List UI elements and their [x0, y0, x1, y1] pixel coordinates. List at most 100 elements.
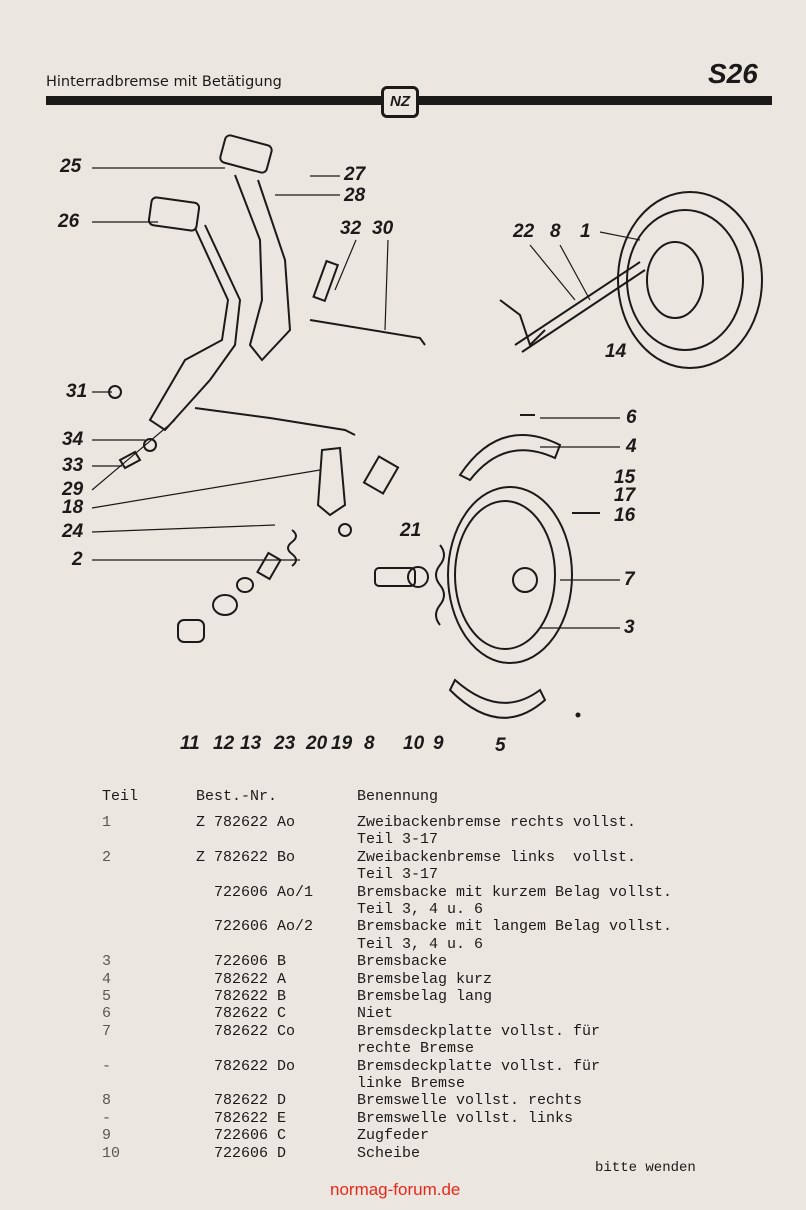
bushing-11 — [177, 619, 205, 643]
table-row: 722606 Ao/1 Bremsbacke mit kurzem Belag v… — [0, 884, 806, 919]
brake-pedal-25 — [219, 134, 292, 362]
part-number: 3 — [102, 953, 112, 971]
part-description: Teil 3-17 — [357, 831, 439, 849]
part-number: 4 — [102, 970, 112, 988]
spring-2 — [287, 529, 297, 567]
part-description: Bremsdeckplatte vollst. für — [357, 1057, 601, 1075]
brake-lining-long-5 — [448, 678, 547, 719]
part-description: Bremsbelag lang — [357, 987, 493, 1005]
order-number: 722606 B — [196, 953, 287, 971]
part-description: linke Bremse — [357, 1074, 466, 1092]
key-23 — [256, 551, 282, 581]
part-description: Zweibackenbremse rechts vollst. — [357, 814, 637, 831]
pull-rod-30 — [309, 319, 426, 346]
callout: 24 — [62, 521, 84, 542]
callout: 1 — [580, 221, 591, 242]
part-description: Bremsbacke mit langem Belag vollst. — [357, 918, 673, 936]
callout: 30 — [372, 218, 394, 239]
order-number: Z 782622 Ao — [196, 814, 296, 831]
part-description: Bremswelle vollst. links — [357, 1109, 574, 1127]
callout: 19 — [331, 733, 353, 754]
nut-34 — [143, 438, 157, 452]
part-description: Teil 3, 4 u. 6 — [357, 900, 484, 918]
table-row: 9 722606 C Zugfeder — [0, 1127, 806, 1144]
nz-logo: NZ — [381, 86, 419, 118]
order-number: 722606 Ao/2 — [196, 918, 314, 936]
callout: 18 — [62, 497, 84, 518]
table-row: 5 782622 B Bremsbelag lang — [0, 988, 806, 1005]
callout: 8 — [364, 733, 375, 754]
order-number: 782622 C — [196, 1005, 287, 1023]
header-desc: Benennung — [357, 788, 439, 805]
part-number: 1 — [102, 814, 112, 831]
callout: 27 — [344, 164, 366, 185]
callout: 12 — [213, 733, 235, 754]
part-description: Teil 3-17 — [357, 866, 439, 884]
order-number: 782622 B — [196, 987, 287, 1005]
callout: 10 — [403, 733, 425, 754]
callout: 17 — [614, 485, 636, 506]
header-nr: Best.-Nr. — [196, 788, 278, 805]
callout: 28 — [344, 185, 366, 206]
part-description: Bremsdeckplatte vollst. für — [357, 1022, 601, 1040]
order-number: 782622 D — [196, 1092, 287, 1110]
callout: 32 — [340, 218, 362, 239]
pull-rod-29 — [194, 407, 356, 436]
brake-drum-1 — [617, 191, 763, 369]
leader-lines — [91, 167, 641, 629]
part-description: Bremswelle vollst. rechts — [357, 1092, 583, 1110]
callout: 7 — [624, 569, 635, 590]
header-teil: Teil — [102, 788, 139, 805]
washer-10 — [407, 566, 429, 588]
table-row: 722606 Ao/2 Bremsbacke mit langem Belag v… — [0, 918, 806, 953]
washer-12 — [212, 594, 238, 616]
part-number: 5 — [102, 987, 112, 1005]
pin-32 — [312, 259, 340, 303]
callout: 23 — [274, 733, 296, 754]
table-row: 8 782622 D Bremswelle vollst. rechts — [0, 1092, 806, 1109]
bolt-8 — [374, 567, 416, 587]
brake-pedal-26 — [147, 196, 242, 432]
key-21 — [362, 455, 400, 495]
part-number: 2 — [102, 848, 112, 866]
table-header: Teil Best.-Nr. Benennung — [0, 788, 806, 814]
part-number: 10 — [102, 1144, 121, 1162]
callout: 26 — [58, 211, 80, 232]
callout: 16 — [614, 505, 636, 526]
part-description: Bremsbelag kurz — [357, 970, 493, 988]
order-number: 722606 D — [196, 1144, 287, 1162]
callout: 2 — [72, 549, 83, 570]
part-description: Zugfeder — [357, 1127, 430, 1145]
callout: 20 — [306, 733, 328, 754]
parts-table: Teil Best.-Nr. Benennung 1 Z 782622 Ao Zwe… — [0, 788, 806, 1162]
screw-33 — [118, 450, 142, 470]
order-number: 782622 E — [196, 1109, 287, 1127]
tension-spring-9 — [435, 544, 445, 626]
order-number: 722606 Ao/1 — [196, 883, 314, 901]
brake-cover-plate-7 — [447, 486, 573, 664]
callout: 6 — [626, 407, 637, 428]
order-number: 782622 Co — [196, 1022, 296, 1040]
callout: 34 — [62, 429, 84, 450]
order-number: 782622 Do — [196, 1057, 296, 1075]
part-description: Scheibe — [357, 1144, 421, 1162]
part-number: 9 — [102, 1127, 112, 1145]
page-number: S26 — [708, 58, 758, 89]
callout: 31 — [66, 381, 88, 402]
part-description: Bremsbacke mit kurzem Belag vollst. — [357, 883, 673, 901]
order-number: 722606 C — [196, 1127, 287, 1145]
page-title: Hinterradbremse mit Betätigung — [46, 74, 282, 90]
part-number: 6 — [102, 1005, 112, 1023]
watermark: normag-forum.de — [330, 1180, 461, 1199]
ring-13 — [236, 577, 254, 593]
part-number: 8 — [102, 1092, 112, 1110]
table-row: 1 Z 782622 Ao Zweibackenbremse rechts voll… — [0, 814, 806, 849]
part-description: Zweibackenbremse links vollst. — [357, 848, 637, 866]
continue-note: bitte wenden — [595, 1160, 696, 1176]
